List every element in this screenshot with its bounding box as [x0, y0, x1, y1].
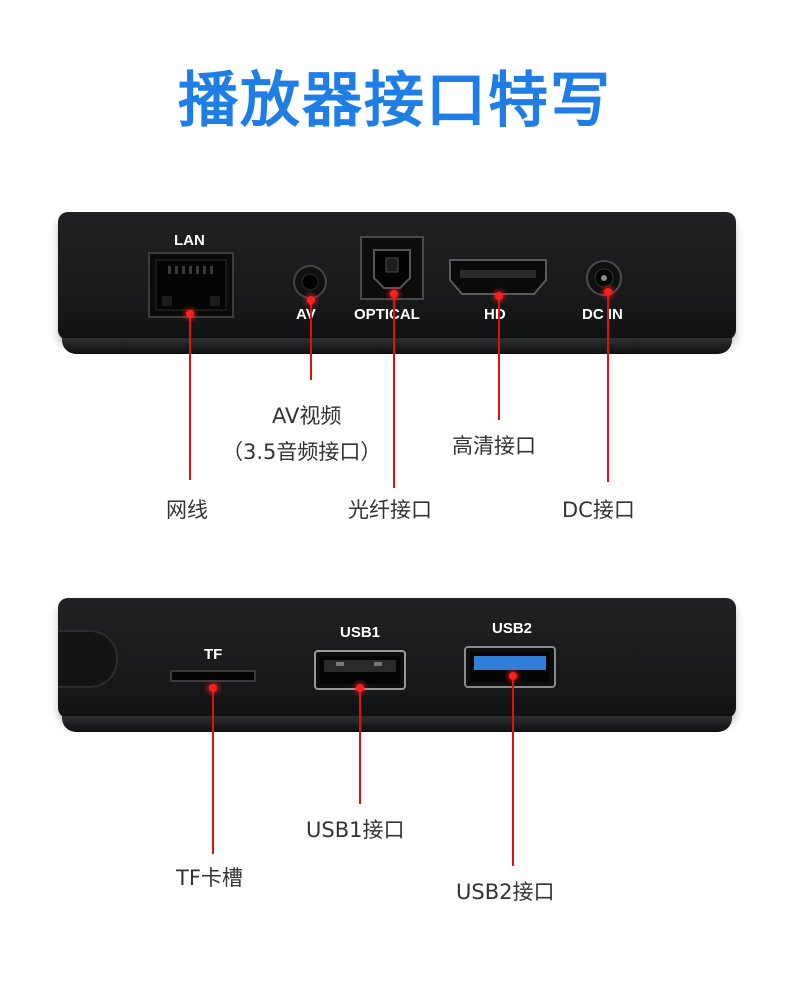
dc-callout: DC接口 — [562, 498, 635, 522]
hd-marker — [495, 292, 503, 300]
tf-leader-line — [212, 688, 214, 854]
side-panel-device: TF USB1 USB2 — [58, 598, 736, 732]
side-bumper — [58, 630, 118, 688]
dc-jack — [586, 260, 622, 296]
dc-marker — [604, 288, 612, 296]
dc-port-label: DC IN — [582, 306, 623, 323]
optical-port — [360, 236, 424, 300]
usb2-leader-line — [512, 676, 514, 866]
av-marker — [307, 296, 315, 304]
device-edge — [62, 338, 732, 354]
tf-callout: TF卡槽 — [176, 866, 243, 890]
optical-leader-line — [393, 294, 395, 488]
optical-callout: 光纤接口 — [348, 498, 432, 522]
av-port-label: AV — [296, 306, 316, 323]
usb2-port-label: USB2 — [492, 620, 533, 637]
usb1-leader-line — [359, 688, 361, 804]
usb1-marker — [356, 684, 364, 692]
usb1-port — [314, 650, 406, 690]
tf-port-label: TF — [204, 646, 223, 663]
av-leader-line — [310, 300, 312, 380]
lan-port-label: LAN — [174, 232, 205, 249]
usb1-callout: USB1接口 — [306, 818, 405, 842]
page-title: 播放器接口特写 — [178, 66, 612, 136]
dc-leader-line — [607, 292, 609, 482]
lan-marker — [186, 310, 194, 318]
hdmi-port — [449, 259, 547, 295]
lan-callout: 网线 — [166, 498, 208, 522]
rear-panel-device: LAN AV OPTICAL HD DC IN — [58, 212, 736, 354]
usb1-port-label: USB1 — [340, 624, 381, 641]
tf-card-slot — [170, 670, 256, 682]
device-edge — [62, 716, 732, 732]
lan-leader-line — [189, 314, 191, 480]
tf-marker — [209, 684, 217, 692]
hd-callout: 高清接口 — [452, 434, 536, 458]
usb2-marker — [509, 672, 517, 680]
optical-marker — [390, 290, 398, 298]
lan-port — [148, 252, 234, 318]
usb2-port — [464, 646, 556, 688]
usb2-callout: USB2接口 — [456, 880, 555, 904]
av-callout-line1: AV视频 — [272, 404, 342, 428]
hd-port-label: HD — [484, 306, 506, 323]
av-callout-line2: （3.5音频接口） — [222, 440, 382, 464]
hd-leader-line — [498, 296, 500, 420]
optical-port-label: OPTICAL — [354, 306, 420, 323]
av-jack — [293, 265, 327, 299]
